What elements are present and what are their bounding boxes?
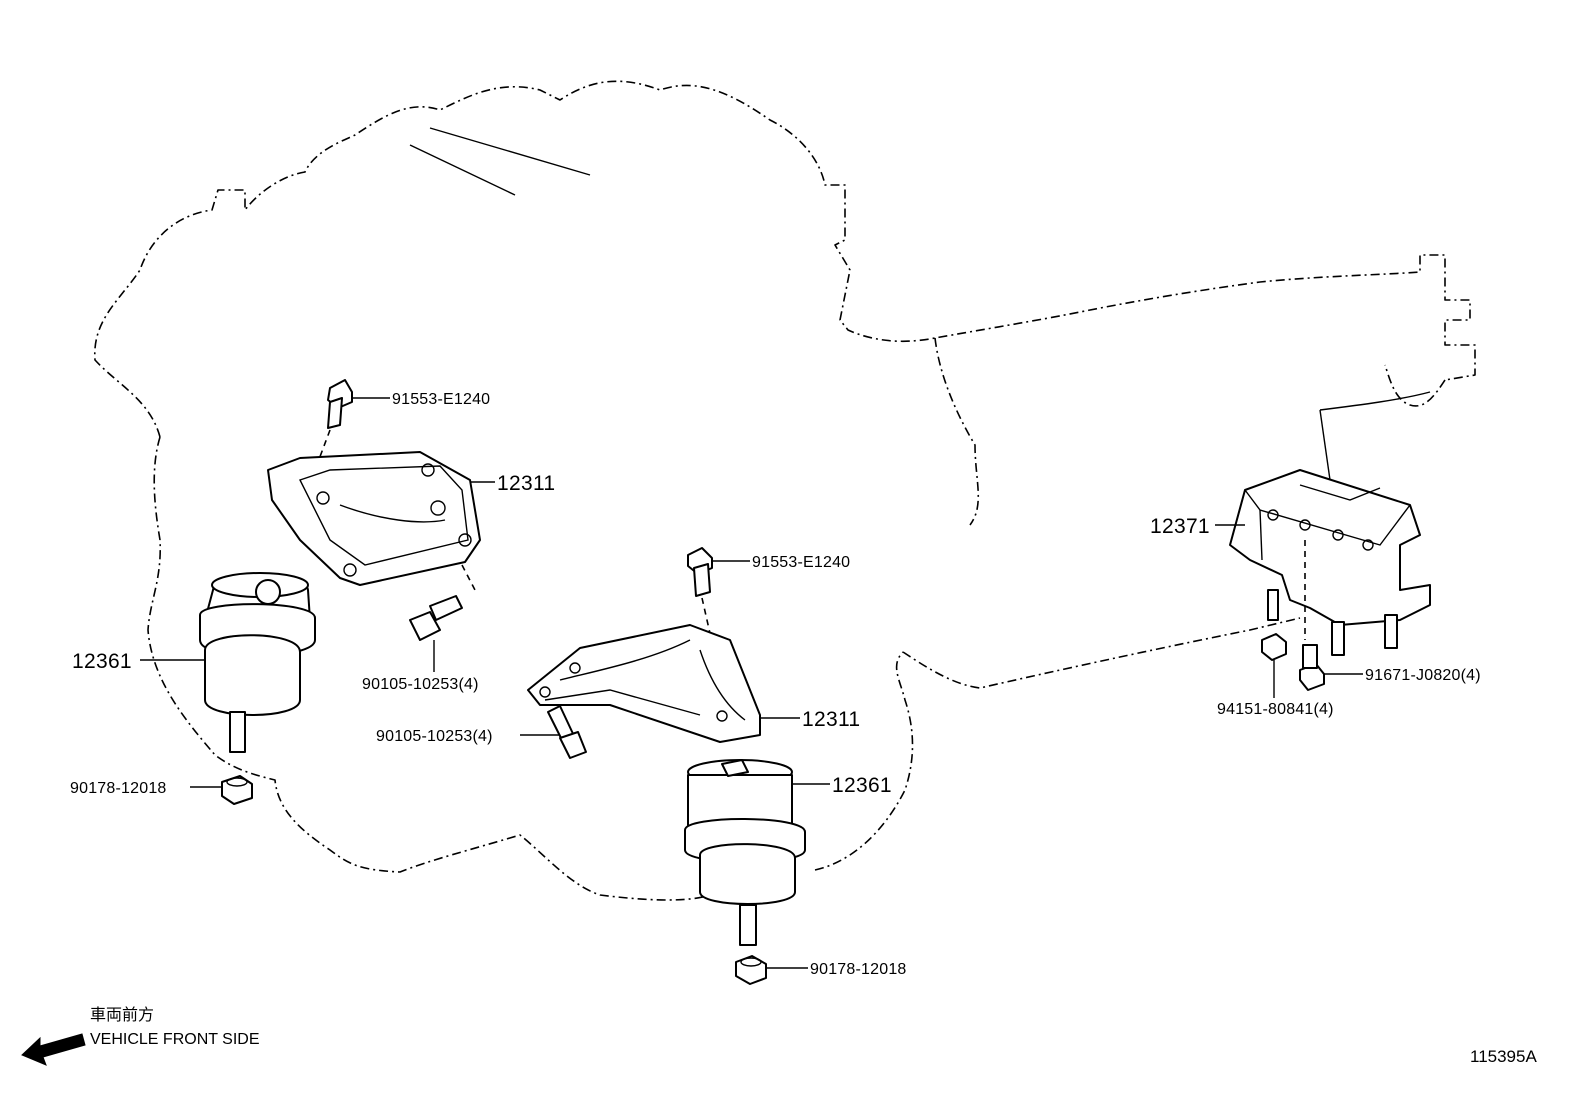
rear-bolt [1299,644,1325,691]
center-bracket [527,624,761,743]
label-90178-12018-center: 90178-12018 [810,961,907,978]
label-12311-left: 12311 [497,472,555,495]
rear-mount [1229,469,1431,656]
label-12361-left: 12361 [72,650,132,673]
engine-outline [94,80,1476,901]
center-insulator [684,759,806,946]
left-insulator [199,572,316,753]
left-bracket-bolt [409,595,463,641]
center-nut [735,955,767,985]
left-bracket [267,451,481,591]
label-90105-10253-left: 90105-10253(4) [362,676,479,693]
label-12311-center: 12311 [802,708,860,731]
label-91553-E1240-center: 91553-E1240 [752,554,850,571]
label-91553-E1240-left: 91553-E1240 [392,391,490,408]
left-upper-bolt [317,379,353,463]
center-bracket-bolt [547,705,587,759]
rear-nut [1261,633,1287,661]
center-upper-bolt [687,547,717,661]
label-90105-10253-center: 90105-10253(4) [376,728,493,745]
label-94151-80841: 94151-80841(4) [1217,701,1334,718]
vehicle-front-legend: 車両前方 VEHICLE FRONT SIDE [21,1006,260,1066]
legend-japanese: 車両前方 [90,1006,154,1024]
front-arrow-icon [21,1033,86,1066]
leader-lines [140,397,1363,969]
label-90178-12018-left: 90178-12018 [70,780,167,797]
left-nut [221,775,253,805]
label-12361-center: 12361 [832,774,892,797]
label-91671-J0820: 91671-J0820(4) [1365,667,1481,684]
diagram-id: 115395A [1470,1047,1537,1066]
label-12371: 12371 [1150,515,1210,538]
legend-english: VEHICLE FRONT SIDE [90,1031,260,1048]
